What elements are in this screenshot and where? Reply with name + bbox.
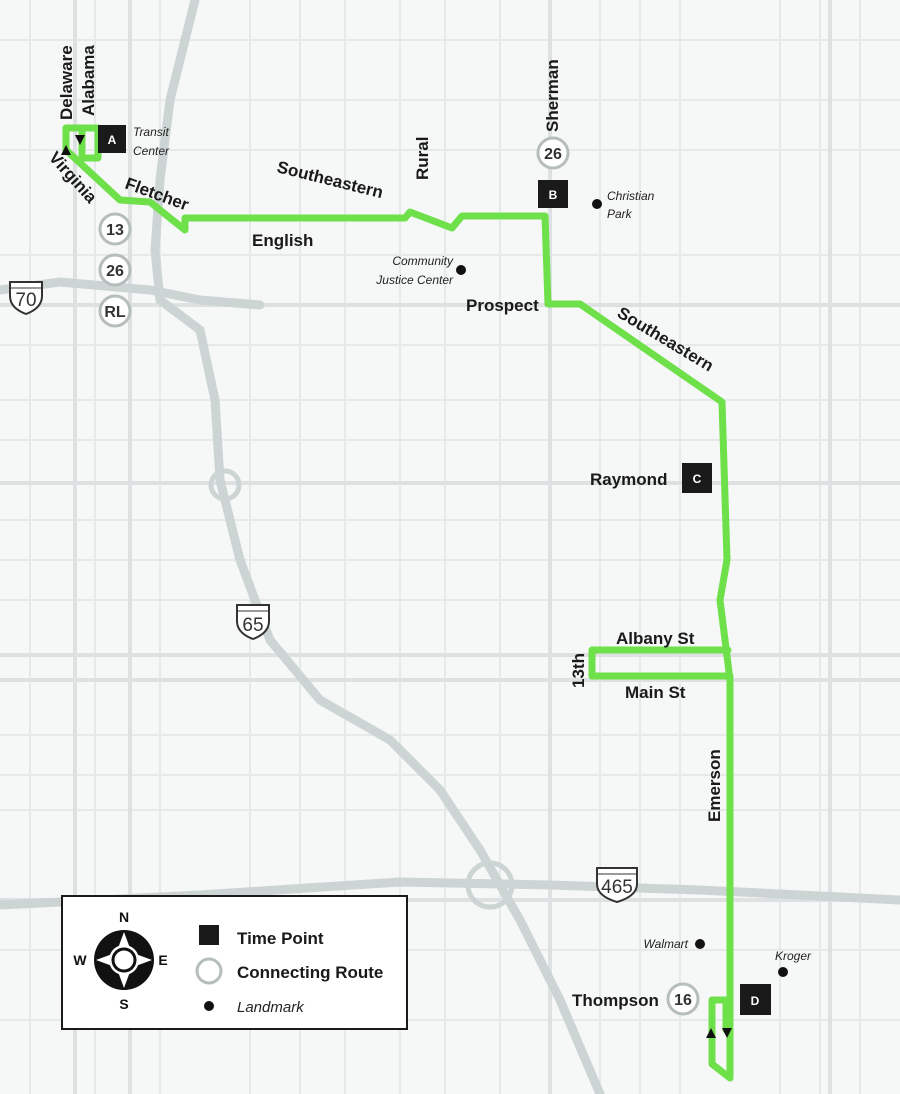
label-thompson: Thompson [572,991,659,1010]
interstate-465-shield: 465 [596,867,638,904]
time-point-d: D [740,984,771,1015]
compass-s: S [119,996,128,1012]
svg-text:26: 26 [544,146,562,163]
label-emerson: Emerson [705,749,724,822]
time-point-c: C [682,463,712,493]
label-albany: Albany St [616,629,695,648]
svg-text:Transit: Transit [133,125,169,139]
compass-e: E [158,952,167,968]
svg-text:Christian: Christian [607,189,655,203]
compass-icon [94,930,154,990]
landmark-transit-center: Transit Center [133,125,170,158]
label-delaware: Delaware [57,45,76,120]
legend-landmark-icon [204,1001,214,1011]
landmark-dot [778,967,788,977]
svg-text:16: 16 [674,992,692,1009]
svg-text:13: 13 [106,222,124,239]
interstate-65-shield: 65 [236,604,270,641]
compass-n: N [119,909,129,925]
legend-connecting-route-label: Connecting Route [237,963,383,982]
connecting-route-16: 16 [666,982,700,1016]
label-english: English [252,231,313,250]
legend-landmark-label: Landmark [237,999,305,1016]
interstate-70-shield: 70 [9,281,43,316]
label-sherman: Sherman [543,59,562,132]
label-rural: Rural [413,137,432,180]
arrow-up-icon [706,1028,716,1038]
svg-text:70: 70 [15,290,36,311]
svg-text:Walmart: Walmart [644,937,689,951]
legend-time-point-label: Time Point [237,929,324,948]
arrow-up-icon [61,145,71,155]
svg-text:D: D [751,994,760,1008]
arrow-down-icon [75,135,85,145]
svg-text:RL: RL [104,304,126,321]
landmark-dot [456,265,466,275]
connecting-route-26: 26 [98,253,132,287]
label-prospect: Prospect [466,296,539,315]
svg-text:Kroger: Kroger [775,949,812,963]
svg-text:65: 65 [242,615,263,636]
svg-text:B: B [549,188,558,202]
arrow-down-icon [722,1028,732,1038]
compass-w: W [73,952,87,968]
route-path-loop-13th [588,646,734,680]
time-point-a: A [98,125,126,153]
interchange-loops [208,468,515,910]
svg-text:Center: Center [133,144,170,158]
svg-text:Justice Center: Justice Center [375,273,454,287]
svg-text:A: A [108,133,117,147]
connecting-route-rl: RL [98,294,132,328]
landmark-dot [592,199,602,209]
label-main: Main St [625,683,686,702]
landmark-christian-park: Christian Park [592,189,655,221]
label-13th: 13th [569,653,588,688]
legend: N S W E Time Point Connecting Route Land… [61,895,408,1030]
svg-text:Community: Community [392,254,454,268]
legend-connecting-route-icon [195,957,223,985]
landmark-community-justice-center: Community Justice Center [375,254,466,287]
svg-text:465: 465 [601,877,633,898]
label-raymond: Raymond [590,470,667,489]
svg-text:C: C [693,472,702,486]
landmark-dot [695,939,705,949]
landmark-walmart: Walmart [644,937,705,951]
svg-text:Park: Park [607,207,633,221]
connecting-route-26-sherman: 26 [536,136,570,170]
connecting-route-13: 13 [98,212,132,246]
svg-text:26: 26 [106,263,124,280]
time-point-b: B [538,180,568,208]
label-alabama: Alabama [79,45,98,116]
direction-arrows [61,135,732,1038]
landmark-kroger: Kroger [775,949,812,977]
legend-time-point-icon [199,925,219,945]
